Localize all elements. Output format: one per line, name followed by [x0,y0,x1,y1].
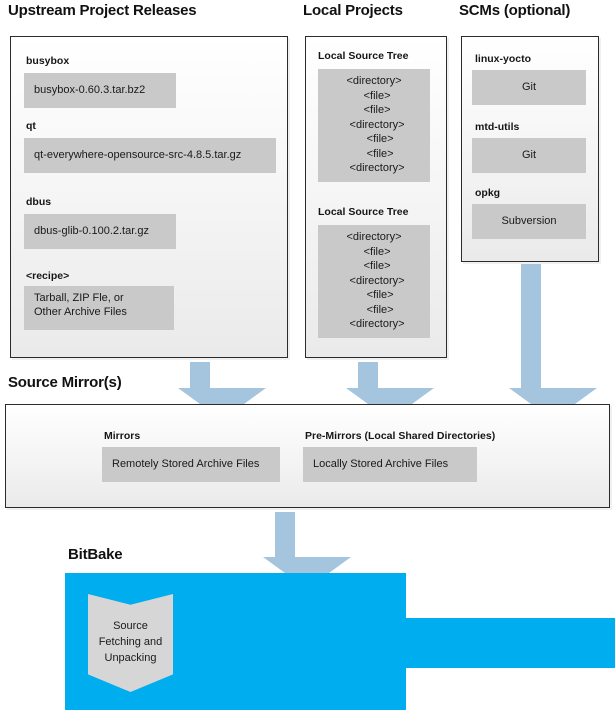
tree-line: <directory> [346,75,402,87]
entry-label-mirrors: Mirrors [104,430,141,442]
heading-upstream-project-releases: Upstream Project Releases [8,2,197,19]
tree-line: <directory> [343,318,405,331]
tree-line: <file> [354,147,394,160]
tree-line: <file> [357,89,391,102]
tree-line: <directory> [343,162,405,175]
entry-label-dbus: dbus [26,196,52,208]
task-line-3: Unpacking [104,651,157,664]
tree-line: <file> [357,104,391,117]
arrow-source-mirrors-to-bitbake [263,512,351,573]
chip-recipe-line2: Other Archive Files [34,305,127,318]
tree-line: <file> [354,303,394,316]
arrow-upstream-to-source-mirrors [178,362,266,404]
tree-line: <file> [357,260,391,273]
task-source-fetching-and-unpacking: Source Fetching and Unpacking [88,594,173,692]
arrow-scms-to-source-mirrors [509,264,597,404]
entry-label-local-source-tree-1: Local Source Tree [318,50,409,62]
chip-linux-yocto-scm: Git [472,70,586,105]
chip-local-archive-files: Locally Stored Archive Files [303,447,477,482]
entry-label-local-source-tree-2: Local Source Tree [318,206,409,218]
chip-qt-tarball: qt-everywhere-opensource-src-4.8.5.tar.g… [24,138,276,173]
arrow-local-projects-to-source-mirrors [346,362,434,404]
task-line-1: Source [113,620,148,633]
chip-remote-archive-files: Remotely Stored Archive Files [102,447,280,482]
entry-label-pre-mirrors: Pre-Mirrors (Local Shared Directories) [305,430,496,442]
tree-line: <file> [354,133,394,146]
chip-busybox-tarball: busybox-0.60.3.tar.bz2 [24,73,176,108]
tree-line: <directory> [343,274,405,287]
tree-line: <directory> [343,118,405,131]
chip-dbus-tarball: dbus-glib-0.100.2.tar.gz [24,214,176,249]
entry-label-recipe: <recipe> [26,270,70,282]
entry-label-linux-yocto: linux-yocto [475,53,532,65]
tree-line: <directory> [346,231,402,243]
task-line-2: Fetching and [98,636,163,649]
tree-local-source-2: <directory> <file> <file> <directory> <f… [318,225,430,338]
tree-local-source-1: <directory> <file> <file> <directory> <f… [318,69,430,182]
tree-line: <file> [357,245,391,258]
tree-line: <file> [354,289,394,302]
chip-recipe-line1: Tarball, ZIP Fle, or [34,292,124,304]
chip-recipe-archive-types: Tarball, ZIP Fle, or Other Archive Files [24,286,174,330]
heading-local-projects: Local Projects [303,2,403,19]
entry-label-qt: qt [26,120,36,132]
chip-mtd-utils-scm: Git [472,138,586,173]
chip-opkg-scm: Subversion [472,204,586,239]
entry-label-mtd-utils: mtd-utils [475,121,520,133]
bitbake-block-extension [406,618,615,668]
entry-label-opkg: opkg [475,187,501,199]
heading-bitbake: BitBake [68,546,123,563]
heading-scms: SCMs (optional) [459,2,571,19]
entry-label-busybox: busybox [26,55,70,67]
heading-source-mirrors: Source Mirror(s) [8,374,122,391]
